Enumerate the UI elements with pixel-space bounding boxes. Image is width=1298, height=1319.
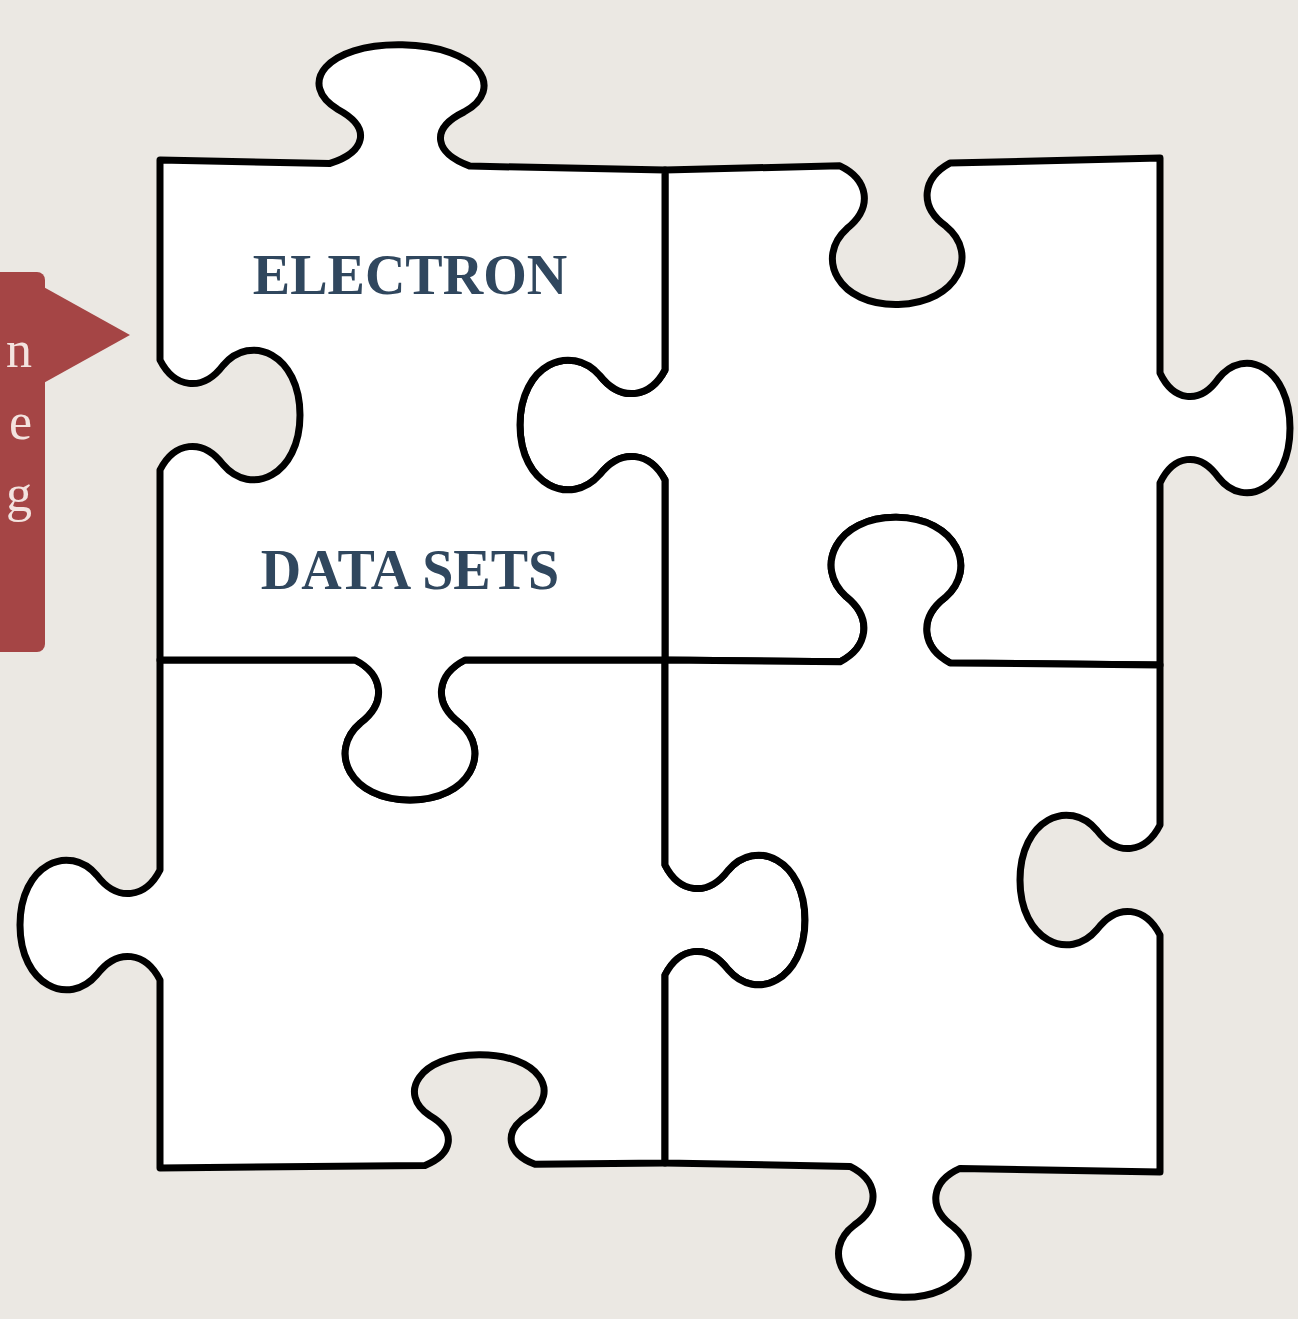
callout-text: n e g — [0, 314, 32, 530]
callout-box: n e g — [0, 272, 45, 652]
piece-label: ELECTRON — [210, 242, 610, 308]
puzzle-piece — [665, 517, 1160, 1297]
puzzle-piece-outline — [150, 30, 675, 810]
puzzle-piece — [160, 45, 665, 800]
callout-pointer — [40, 285, 130, 385]
puzzle-piece: ELECTRON DATA SETS — [150, 30, 675, 810]
piece-label: DATA SETS — [210, 537, 610, 603]
